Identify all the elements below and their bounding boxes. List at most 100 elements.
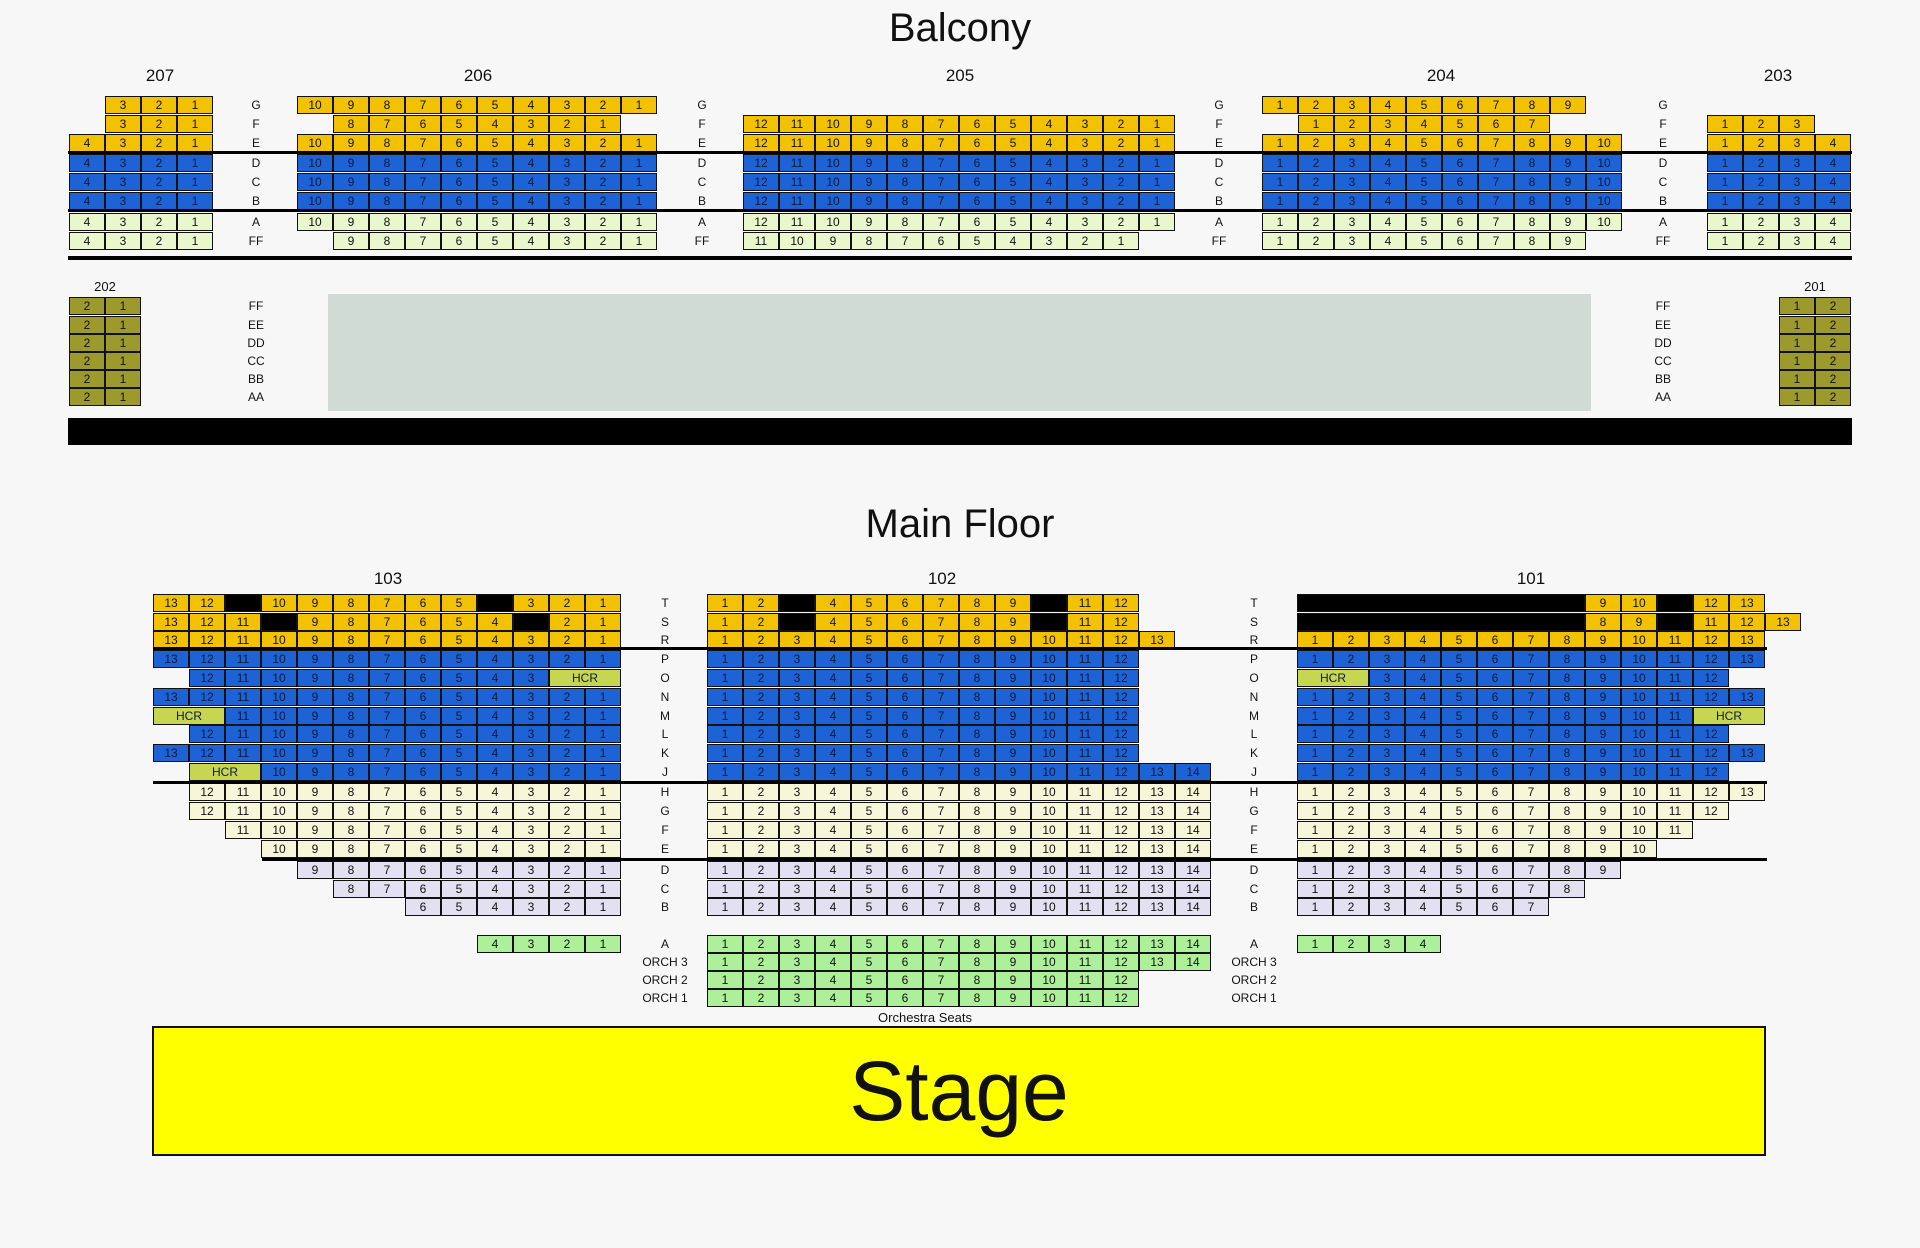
- seat-b205-f-2[interactable]: 2: [1103, 115, 1139, 133]
- seat-b206-c-8[interactable]: 8: [369, 173, 405, 191]
- seat-m102-k-5[interactable]: 5: [851, 744, 887, 762]
- seat-m101-f-8[interactable]: 8: [1549, 821, 1585, 839]
- seat-m103-a-1[interactable]: 1: [585, 935, 621, 953]
- seat-m102-g-8[interactable]: 8: [959, 802, 995, 820]
- seat-m102-orch2-3[interactable]: 3: [779, 971, 815, 989]
- seat-m102-g-5[interactable]: 5: [851, 802, 887, 820]
- seat-m103-o-11[interactable]: 11: [225, 669, 261, 687]
- seat-m101-k-7[interactable]: 7: [1513, 744, 1549, 762]
- seat-m102-e-6[interactable]: 6: [887, 840, 923, 858]
- seat-m102-c-1[interactable]: 1: [707, 880, 743, 898]
- seat-b204-g-1[interactable]: 1: [1262, 96, 1298, 114]
- seat-m103-d-9[interactable]: 9: [297, 861, 333, 879]
- seat-b204-c-9[interactable]: 9: [1550, 173, 1586, 191]
- seat-b205-a-2[interactable]: 2: [1103, 213, 1139, 231]
- seat-m103-f-10[interactable]: 10: [261, 821, 297, 839]
- seat-b205-a-5[interactable]: 5: [995, 213, 1031, 231]
- seat-b203-b-4[interactable]: 4: [1815, 192, 1851, 210]
- seat-b206-d-3[interactable]: 3: [549, 154, 585, 172]
- seat-m101-l-9[interactable]: 9: [1585, 725, 1621, 743]
- seat-b205-ff-1[interactable]: 1: [1103, 232, 1139, 250]
- seat-m102-p-11[interactable]: 11: [1067, 650, 1103, 668]
- seat-b204-b-6[interactable]: 6: [1442, 192, 1478, 210]
- seat-m101-h-10[interactable]: 10: [1621, 783, 1657, 801]
- seat-m102-o-7[interactable]: 7: [923, 669, 959, 687]
- seat-m101-e-9[interactable]: 9: [1585, 840, 1621, 858]
- seat-m103-k-9[interactable]: 9: [297, 744, 333, 762]
- seat-m101-p-12[interactable]: 12: [1693, 650, 1729, 668]
- box-seat-202[interactable]: 2: [69, 316, 105, 334]
- seat-m103-r-12[interactable]: 12: [189, 631, 225, 649]
- seat-m102-e-3[interactable]: 3: [779, 840, 815, 858]
- seat-m101-f-5[interactable]: 5: [1441, 821, 1477, 839]
- seat-m101-b-1[interactable]: 1: [1297, 898, 1333, 916]
- seat-m102-f-13[interactable]: 13: [1139, 821, 1175, 839]
- seat-m102-b-8[interactable]: 8: [959, 898, 995, 916]
- seat-m103-p-10[interactable]: 10: [261, 650, 297, 668]
- seat-b206-g-7[interactable]: 7: [405, 96, 441, 114]
- seat-m101-d-9[interactable]: 9: [1585, 861, 1621, 879]
- seat-m102-orch3-8[interactable]: 8: [959, 953, 995, 971]
- seat-b206-g-5[interactable]: 5: [477, 96, 513, 114]
- seat-m102-orch3-13[interactable]: 13: [1139, 953, 1175, 971]
- seat-m102-m-9[interactable]: 9: [995, 707, 1031, 725]
- seat-m101-f-4[interactable]: 4: [1405, 821, 1441, 839]
- seat-m102-t-1[interactable]: 1: [707, 594, 743, 612]
- seat-m102-orch2-11[interactable]: 11: [1067, 971, 1103, 989]
- seat-b205-ff-4[interactable]: 4: [995, 232, 1031, 250]
- seat-m101-m-1[interactable]: 1: [1297, 707, 1333, 725]
- seat-m103-a-4[interactable]: 4: [477, 935, 513, 953]
- seat-b204-c-8[interactable]: 8: [1514, 173, 1550, 191]
- seat-b205-a-1[interactable]: 1: [1139, 213, 1175, 231]
- seat-m103-m-6[interactable]: 6: [405, 707, 441, 725]
- seat-m102-f-7[interactable]: 7: [923, 821, 959, 839]
- seat-b207-g-1[interactable]: 1: [177, 96, 213, 114]
- seat-m102-f-12[interactable]: 12: [1103, 821, 1139, 839]
- seat-m103-l-11[interactable]: 11: [225, 725, 261, 743]
- seat-b205-f-5[interactable]: 5: [995, 115, 1031, 133]
- seat-m103-j-3[interactable]: 3: [513, 763, 549, 781]
- seat-b205-d-2[interactable]: 2: [1103, 154, 1139, 172]
- seat-m103-t-13[interactable]: 13: [153, 594, 189, 612]
- seat-b206-e-7[interactable]: 7: [405, 134, 441, 152]
- seat-m102-r-12[interactable]: 12: [1103, 631, 1139, 649]
- seat-m103-s-4[interactable]: 4: [477, 613, 513, 631]
- seat-m102-j-3[interactable]: 3: [779, 763, 815, 781]
- seat-m101-t-13[interactable]: 13: [1729, 594, 1765, 612]
- seat-m103-e-5[interactable]: 5: [441, 840, 477, 858]
- seat-m103-p-8[interactable]: 8: [333, 650, 369, 668]
- seat-m102-t-9[interactable]: 9: [995, 594, 1031, 612]
- seat-m102-c-13[interactable]: 13: [1139, 880, 1175, 898]
- seat-b203-c-2[interactable]: 2: [1743, 173, 1779, 191]
- seat-m101-p-5[interactable]: 5: [1441, 650, 1477, 668]
- seat-m101-l-4[interactable]: 4: [1405, 725, 1441, 743]
- seat-m103-d-5[interactable]: 5: [441, 861, 477, 879]
- seat-m101-d-4[interactable]: 4: [1405, 861, 1441, 879]
- seat-b207-a-4[interactable]: 4: [69, 213, 105, 231]
- seat-b206-ff-5[interactable]: 5: [477, 232, 513, 250]
- seat-b206-d-7[interactable]: 7: [405, 154, 441, 172]
- seat-b203-a-3[interactable]: 3: [1779, 213, 1815, 231]
- seat-b205-d-5[interactable]: 5: [995, 154, 1031, 172]
- seat-b204-e-2[interactable]: 2: [1298, 134, 1334, 152]
- seat-m102-k-11[interactable]: 11: [1067, 744, 1103, 762]
- seat-m101-d-8[interactable]: 8: [1549, 861, 1585, 879]
- seat-b204-b-3[interactable]: 3: [1334, 192, 1370, 210]
- seat-b204-e-8[interactable]: 8: [1514, 134, 1550, 152]
- seat-m102-n-2[interactable]: 2: [743, 688, 779, 706]
- seat-m102-p-3[interactable]: 3: [779, 650, 815, 668]
- seat-m102-l-2[interactable]: 2: [743, 725, 779, 743]
- seat-b205-e-5[interactable]: 5: [995, 134, 1031, 152]
- seat-b204-b-9[interactable]: 9: [1550, 192, 1586, 210]
- seat-b206-a-7[interactable]: 7: [405, 213, 441, 231]
- seat-b206-e-8[interactable]: 8: [369, 134, 405, 152]
- seat-m102-o-1[interactable]: 1: [707, 669, 743, 687]
- seat-m102-s-4[interactable]: 4: [815, 613, 851, 631]
- seat-b204-ff-4[interactable]: 4: [1370, 232, 1406, 250]
- seat-m102-m-7[interactable]: 7: [923, 707, 959, 725]
- seat-b205-ff-6[interactable]: 6: [923, 232, 959, 250]
- seat-b204-b-2[interactable]: 2: [1298, 192, 1334, 210]
- seat-b207-d-1[interactable]: 1: [177, 154, 213, 172]
- seat-b204-b-4[interactable]: 4: [1370, 192, 1406, 210]
- hcr-seat-m101-m-hcr[interactable]: HCR: [1693, 707, 1765, 725]
